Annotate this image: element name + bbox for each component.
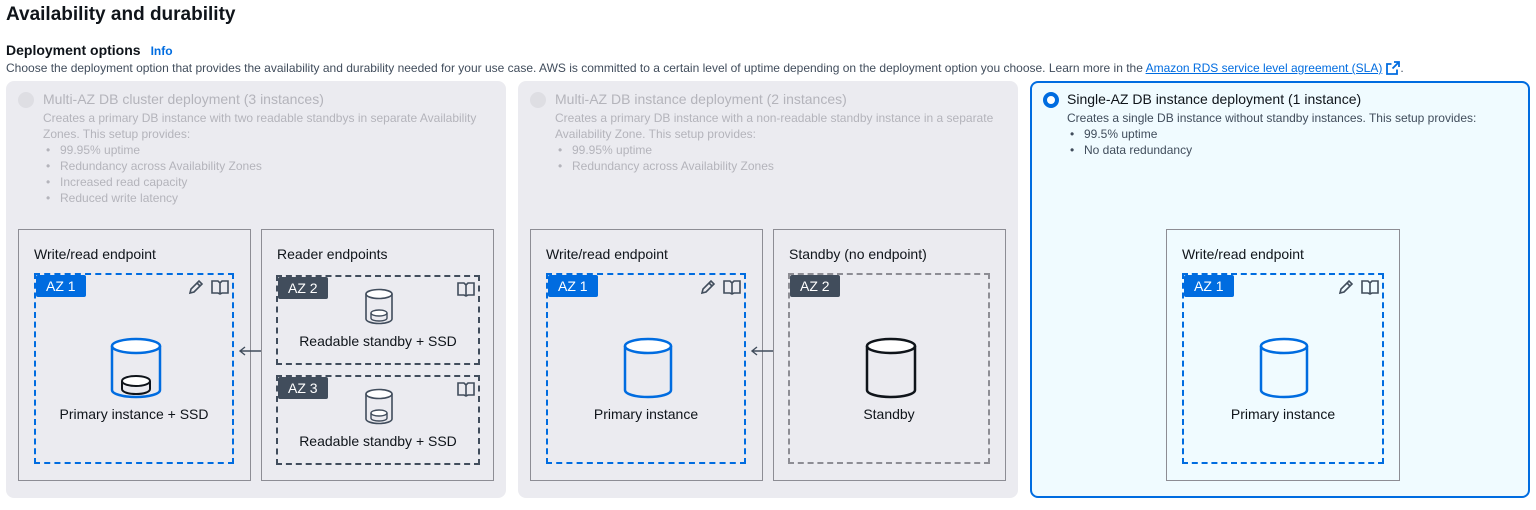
- az1-zone: AZ 1 Primary instance + SSD: [34, 273, 234, 464]
- az-actions: [698, 277, 742, 297]
- endpoint-label: Reader endpoints: [277, 246, 388, 262]
- option-description: Creates a single DB instance without sta…: [1067, 111, 1477, 125]
- option-bullets: 99.5% uptime No data redundancy: [1084, 126, 1192, 158]
- bullet: 99.5% uptime: [1084, 126, 1192, 142]
- standby-caption: Standby: [863, 406, 915, 422]
- write-read-endpoint-box: Write/read endpoint AZ 1 Primary instanc…: [18, 229, 251, 481]
- az-actions: [186, 277, 230, 297]
- standby-caption: Readable standby + SSD: [299, 333, 457, 349]
- radio-multi-az-instance[interactable]: [530, 92, 546, 108]
- database-icon: [623, 337, 673, 399]
- bullet: Redundancy across Availability Zones: [60, 158, 262, 174]
- standby-box: Standby (no endpoint) AZ 2 Standby: [773, 229, 1006, 481]
- endpoint-label: Write/read endpoint: [34, 246, 156, 262]
- edit-icon[interactable]: [1336, 277, 1356, 297]
- field-label: Deployment options Info: [6, 42, 173, 58]
- az-badge: AZ 2: [278, 277, 328, 299]
- az2-zone: AZ 2 Readable standby + SSD: [276, 275, 480, 365]
- az-badge: AZ 3: [278, 377, 328, 399]
- endpoint-label: Standby (no endpoint): [789, 246, 927, 262]
- database-icon: [110, 337, 162, 399]
- az3-zone: AZ 3 Readable standby + SSD: [276, 375, 480, 465]
- az-actions: [1336, 277, 1380, 297]
- field-description-end: .: [1400, 61, 1404, 75]
- edit-icon[interactable]: [186, 277, 206, 297]
- database-icon: [365, 388, 393, 425]
- bullet: 99.95% uptime: [60, 142, 262, 158]
- primary-caption: Primary instance + SSD: [59, 406, 209, 422]
- primary-caption: Primary instance: [593, 406, 699, 422]
- radio-multi-az-cluster[interactable]: [18, 92, 34, 108]
- option-title: Single-AZ DB instance deployment (1 inst…: [1067, 91, 1362, 107]
- option-description: Creates a primary DB instance with a non…: [555, 111, 994, 141]
- bullet: Increased read capacity: [60, 174, 262, 190]
- az-actions: [456, 379, 476, 399]
- write-read-endpoint-box: Write/read endpoint AZ 1 Primary instanc…: [1166, 229, 1400, 481]
- endpoint-label: Write/read endpoint: [546, 246, 668, 262]
- option-card-single-az[interactable]: Single-AZ DB instance deployment (1 inst…: [1030, 81, 1530, 498]
- section-title: Availability and durability: [6, 4, 236, 25]
- option-title: Multi-AZ DB cluster deployment (3 instan…: [43, 91, 324, 107]
- option-bullets: 99.95% uptime Redundancy across Availabi…: [572, 142, 774, 174]
- bullet: No data redundancy: [1084, 142, 1192, 158]
- primary-caption: Primary instance: [1230, 406, 1336, 422]
- az2-zone: AZ 2 Standby: [788, 273, 990, 464]
- standby-caption: Readable standby + SSD: [299, 433, 457, 449]
- bullet: Redundancy across Availability Zones: [572, 158, 774, 174]
- bullet: Reduced write latency: [60, 190, 262, 206]
- book-icon[interactable]: [210, 277, 230, 297]
- az-badge: AZ 2: [790, 275, 840, 297]
- database-icon: [1259, 337, 1309, 399]
- option-bullets: 99.95% uptime Redundancy across Availabi…: [60, 142, 262, 206]
- option-description: Creates a primary DB instance with two r…: [43, 111, 477, 141]
- az-badge: AZ 1: [36, 275, 86, 297]
- book-icon[interactable]: [456, 279, 476, 299]
- az-badge: AZ 1: [548, 275, 598, 297]
- database-icon: [865, 337, 917, 399]
- sla-link[interactable]: Amazon RDS service level agreement (SLA): [1145, 61, 1383, 75]
- info-link[interactable]: Info: [150, 44, 173, 58]
- az-badge: AZ 1: [1184, 275, 1234, 297]
- bullet: 99.95% uptime: [572, 142, 774, 158]
- field-label-text: Deployment options: [6, 42, 141, 58]
- field-description-text: Choose the deployment option that provid…: [6, 61, 1146, 75]
- endpoint-label: Write/read endpoint: [1182, 246, 1304, 262]
- radio-single-az[interactable]: [1043, 92, 1059, 108]
- reader-endpoints-box: Reader endpoints AZ 2 Readable standby +…: [261, 229, 494, 481]
- option-card-multi-az-cluster[interactable]: Multi-AZ DB cluster deployment (3 instan…: [6, 81, 506, 498]
- book-icon[interactable]: [1360, 277, 1380, 297]
- book-icon[interactable]: [456, 379, 476, 399]
- option-title: Multi-AZ DB instance deployment (2 insta…: [555, 91, 847, 107]
- database-icon: [365, 288, 393, 325]
- write-read-endpoint-box: Write/read endpoint AZ 1 Primary instanc…: [530, 229, 763, 481]
- az1-zone: AZ 1 Primary instance: [1182, 273, 1384, 464]
- book-icon[interactable]: [722, 277, 742, 297]
- edit-icon[interactable]: [698, 277, 718, 297]
- external-link-icon[interactable]: [1386, 61, 1401, 75]
- az-actions: [456, 279, 476, 299]
- option-card-multi-az-instance[interactable]: Multi-AZ DB instance deployment (2 insta…: [518, 81, 1018, 498]
- az1-zone: AZ 1 Primary instance: [546, 273, 746, 464]
- field-description: Choose the deployment option that provid…: [6, 61, 1404, 75]
